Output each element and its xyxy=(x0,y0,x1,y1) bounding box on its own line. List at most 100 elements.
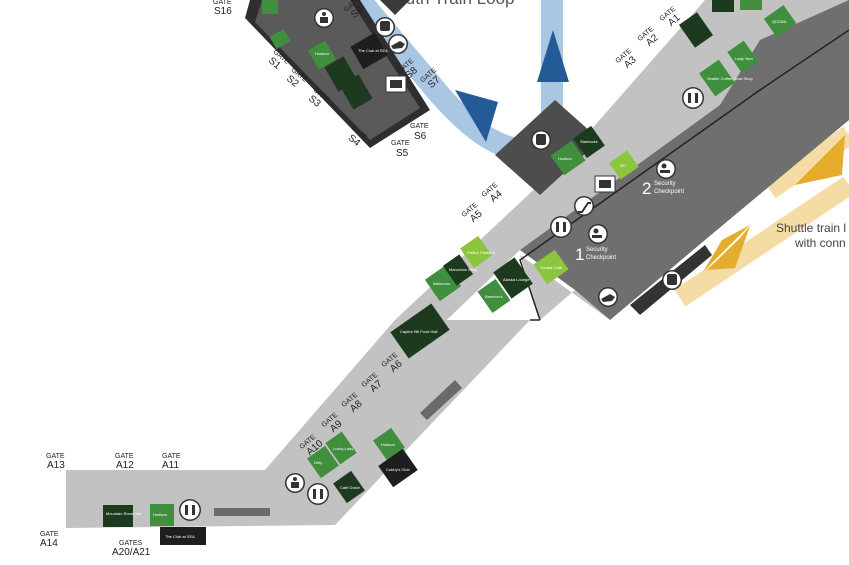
svg-text:Checkpoint: Checkpoint xyxy=(586,255,616,261)
shops: The Club at SEA Hudson Hudson Starbucks … xyxy=(103,0,797,545)
svg-text:Alaska Lounge: Alaska Lounge xyxy=(503,277,530,282)
restroom-icon-4[interactable] xyxy=(179,499,201,521)
svg-text:Hudson: Hudson xyxy=(153,512,167,517)
svg-text:Seattle Coffee Gear Shop: Seattle Coffee Gear Shop xyxy=(707,76,754,81)
svg-text:Maruchan Shop: Maruchan Shop xyxy=(449,267,478,272)
family-restroom-icon[interactable] xyxy=(314,8,334,28)
shop-maruchan[interactable]: Maruchan Shop xyxy=(442,254,478,286)
svg-text:S5: S5 xyxy=(396,148,409,159)
train-icon-shuttle[interactable] xyxy=(662,270,682,290)
svg-text:Cubby's Club: Cubby's Club xyxy=(386,467,410,472)
shop-club-sea-a[interactable]: The Club at SEA xyxy=(160,527,206,545)
shop-hudson-a12[interactable]: Hudson xyxy=(150,504,174,526)
shop-ati[interactable]: ATI xyxy=(609,150,639,180)
shop-club-sea-s[interactable]: The Club at SEA xyxy=(350,32,388,70)
svg-text:S16: S16 xyxy=(214,6,232,17)
svg-text:Café Dolce: Café Dolce xyxy=(340,485,361,490)
info-desk-icon[interactable] xyxy=(385,75,407,93)
svg-text:GATE: GATE xyxy=(40,531,59,538)
shuttle-train: Shuttle train l with conn xyxy=(674,126,849,307)
shop-top-a[interactable] xyxy=(712,0,734,12)
checkpoint-2-label: 2 Security Checkpoint xyxy=(642,179,684,198)
svg-text:GATES: GATES xyxy=(119,540,143,547)
svg-text:GATE: GATE xyxy=(115,453,134,460)
svg-text:Dirty: Dirty xyxy=(314,460,322,465)
train-station-icon[interactable] xyxy=(531,130,551,150)
shop-hudson-s[interactable]: Hudson xyxy=(307,40,337,70)
svg-text:Lucky Lady: Lucky Lady xyxy=(333,446,353,451)
icons xyxy=(179,8,704,521)
restroom-icon-3[interactable] xyxy=(307,483,329,505)
shop-s-small[interactable] xyxy=(269,28,291,50)
shop-lady-yum[interactable]: Lady Yum xyxy=(727,40,759,74)
svg-text:GATE: GATE xyxy=(391,140,410,147)
shop-top-b[interactable] xyxy=(740,0,762,10)
pet-relief-icon-2[interactable] xyxy=(598,287,618,307)
svg-text:Beecher's: Beecher's xyxy=(485,294,503,299)
shop-hudson-a[interactable]: Hudson xyxy=(550,140,586,176)
shop-a1[interactable] xyxy=(678,12,714,48)
svg-text:lululemon: lululemon xyxy=(433,281,450,286)
svg-text:QDOBA: QDOBA xyxy=(772,19,787,24)
svg-text:Mountain Room Bar: Mountain Room Bar xyxy=(106,511,142,516)
checkpoint-1-label: 1 Security Checkpoint xyxy=(575,245,616,264)
shop-tc-cafe[interactable]: Tundra Café xyxy=(533,249,569,285)
shop-capitol-hill[interactable]: Capitol Hill Food Hall xyxy=(390,303,450,359)
svg-text:Checkpoint: Checkpoint xyxy=(654,189,684,195)
shuttle-arrow xyxy=(707,226,750,270)
svg-text:GATE: GATE xyxy=(46,453,65,460)
shuttle-arrow-2 xyxy=(795,135,845,185)
shop-pallino[interactable]: Pallino Pastaria xyxy=(460,235,496,269)
shop-hudson-a9[interactable]: Hudson xyxy=(373,427,405,461)
shop-lucky[interactable]: Lucky Lady xyxy=(325,431,357,465)
family-restroom-icon-2[interactable] xyxy=(285,473,305,493)
shop-starbucks[interactable]: Starbucks xyxy=(573,125,605,159)
shop-cafe-dolce[interactable]: Café Dolce xyxy=(333,470,365,504)
shop-qdoba[interactable]: QDOBA xyxy=(763,5,797,37)
svg-text:Security: Security xyxy=(586,247,608,253)
svg-text:GATE: GATE xyxy=(213,0,232,6)
shop-seattle-coffee[interactable]: Seattle Coffee Gear Shop xyxy=(699,59,754,97)
shop-cubby[interactable]: Cubby's Club xyxy=(378,448,418,488)
svg-text:A20/A21: A20/A21 xyxy=(112,547,151,558)
train-direction-arrow-up xyxy=(537,30,569,82)
train-icon[interactable] xyxy=(375,17,395,37)
shop-beecher[interactable]: Beecher's xyxy=(477,279,511,313)
pet-relief-icon[interactable] xyxy=(388,34,408,54)
shop-mountain-room[interactable]: Mountain Room Bar xyxy=(103,505,142,527)
svg-text:A12: A12 xyxy=(116,460,134,471)
escalator-icon[interactable] xyxy=(574,196,594,216)
svg-text:S6: S6 xyxy=(414,131,427,142)
restroom-icon[interactable] xyxy=(682,87,704,109)
svg-text:Capitol Hill Food Hall: Capitol Hill Food Hall xyxy=(400,329,437,334)
svg-text:Tundra Café: Tundra Café xyxy=(540,265,563,270)
info-desk-icon-2[interactable] xyxy=(594,175,616,193)
security-checkpoint-icon-2[interactable] xyxy=(656,159,676,179)
shop-s-block-2[interactable] xyxy=(339,74,373,110)
shop-s-top[interactable] xyxy=(262,0,278,14)
shop-dirty[interactable]: Dirty xyxy=(307,445,339,479)
restroom-icon-2[interactable] xyxy=(550,216,572,238)
security-checkpoint-icon-1[interactable] xyxy=(588,224,608,244)
svg-text:GATE: GATE xyxy=(162,453,181,460)
svg-text:The Club at SEA: The Club at SEA xyxy=(358,48,388,53)
svg-text:Starbucks: Starbucks xyxy=(580,139,598,144)
shop-lounge[interactable]: Alaska Lounge xyxy=(493,257,533,299)
svg-text:Hudson: Hudson xyxy=(381,442,395,447)
svg-text:The Club at SEA: The Club at SEA xyxy=(165,534,195,539)
